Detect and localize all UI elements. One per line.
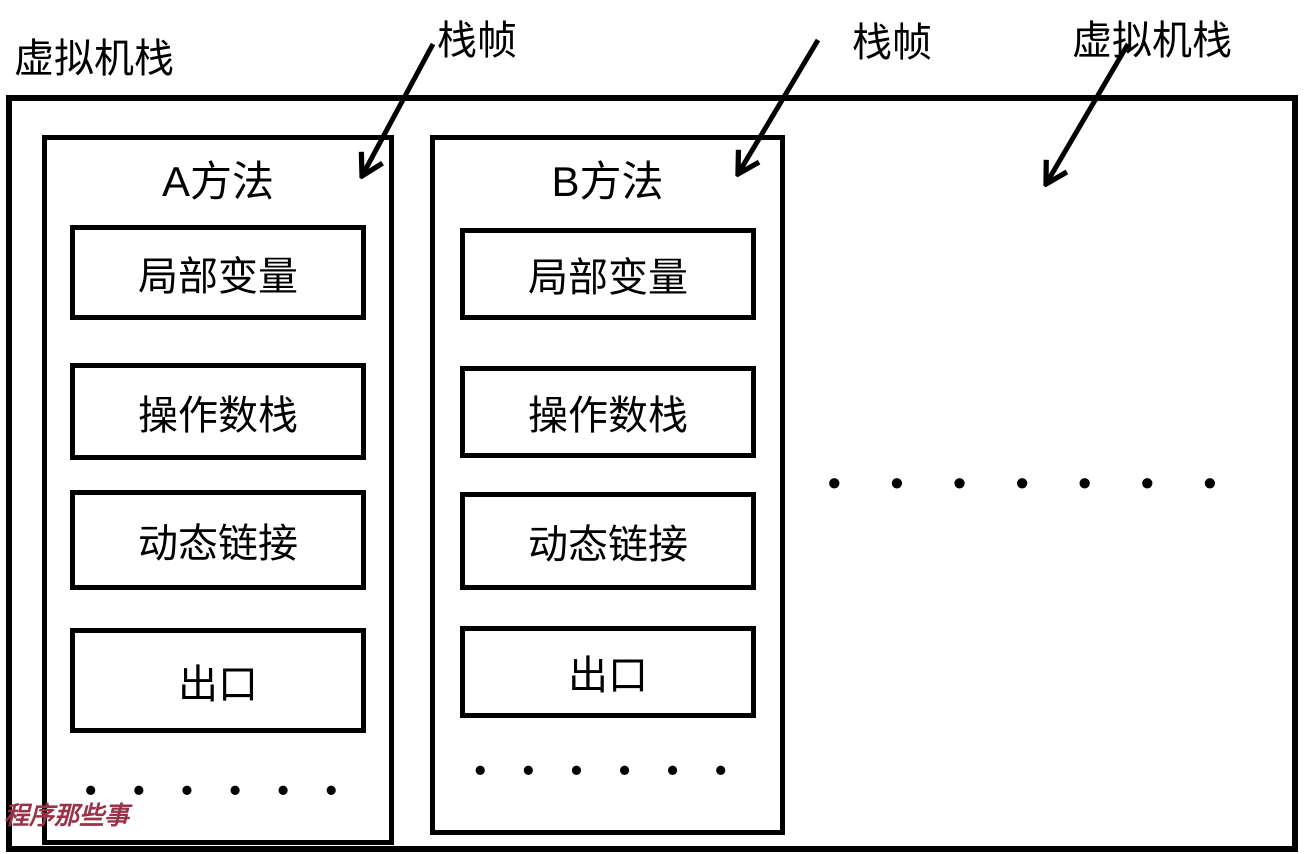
frame-b-slot-dynamic-linking: 动态链接 — [460, 492, 756, 590]
stack-frame-label-2: 栈帧 — [852, 21, 932, 65]
vm-stack-label-left: 虚拟机栈 — [14, 37, 174, 81]
vm-stack-label-right: 虚拟机栈 — [1072, 19, 1232, 63]
stack-frame-label-1: 栈帧 — [437, 19, 517, 63]
frame-b-slot-return-address: 出口 — [460, 626, 756, 718]
frame-a-ellipsis: • • • • • • — [85, 772, 351, 808]
frame-a-slot-return-address: 出口 — [70, 628, 366, 733]
vm-stack-container: A方法 局部变量 操作数栈 动态链接 出口 • • • • • • B方法 局部… — [6, 95, 1298, 852]
frame-b-title: B方法 — [551, 158, 664, 205]
frame-b-slot-operand-stack: 操作数栈 — [460, 366, 756, 458]
frame-a-slot-operand-stack: 操作数栈 — [70, 363, 366, 460]
frame-b-slot-local-variables: 局部变量 — [460, 228, 756, 320]
stack-frame-b: B方法 局部变量 操作数栈 动态链接 出口 • • • • • • — [430, 135, 785, 835]
frame-a-slot-dynamic-linking: 动态链接 — [70, 490, 366, 590]
stack-frame-a: A方法 局部变量 操作数栈 动态链接 出口 • • • • • • — [42, 135, 394, 845]
frame-a-title: A方法 — [161, 158, 274, 205]
frame-a-slot-local-variables: 局部变量 — [70, 225, 366, 320]
frame-b-ellipsis: • • • • • • — [474, 752, 741, 788]
more-frames-ellipsis: • • • • • • • — [828, 462, 1237, 503]
watermark: 程序那些事 — [4, 801, 130, 830]
